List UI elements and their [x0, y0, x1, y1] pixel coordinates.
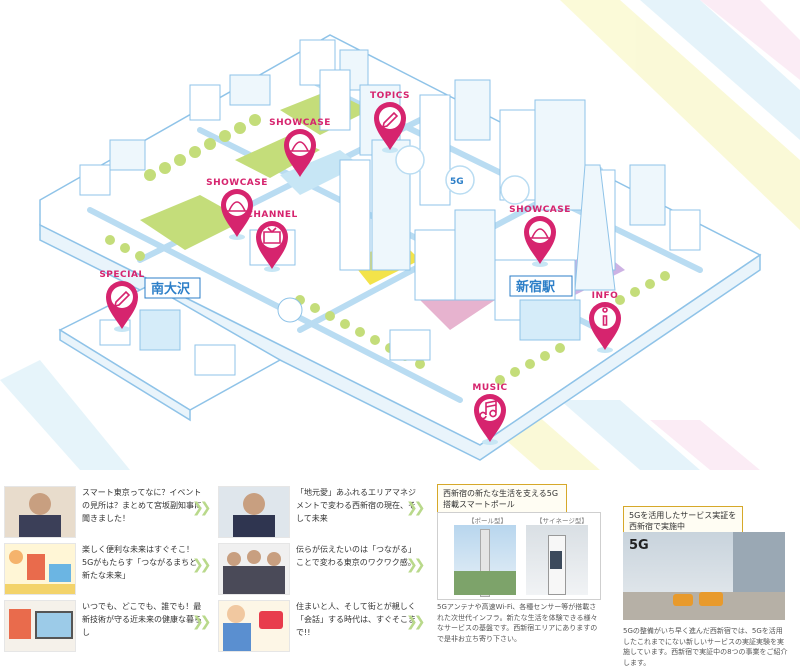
dome-icon — [530, 228, 550, 239]
article-text: 伝らが伝えたいのは「つながる」ことで変わる東京のワクワク感。 — [296, 545, 416, 567]
pin-label: TOPICS — [370, 91, 410, 101]
article-text: 「地元愛」あふれるエリアマネジメントで変わる西新宿の現在、そして未来 — [296, 488, 416, 523]
pin-label: CHANNEL — [246, 210, 298, 220]
article-thumbnail — [218, 486, 290, 538]
map-pin-music[interactable]: MUSIC — [472, 383, 507, 445]
pencil-icon — [381, 111, 399, 129]
article-thumbnail — [4, 600, 76, 652]
chevron-right-icon[interactable]: ❯❯ — [406, 557, 426, 573]
service-caption: 5Gの整備がいち早く進んだ西新宿では、5Gを活用したこれまでにない新しいサービス… — [623, 627, 788, 667]
service-photo: 5G — [623, 532, 785, 620]
article-thumbnail — [218, 543, 290, 595]
article-thumbnail — [4, 543, 76, 595]
article-card[interactable]: 伝らが伝えたいのは「つながる」ことで変わる東京のワクワク感。 — [218, 543, 416, 595]
dome-icon — [290, 141, 310, 152]
map-pin-special[interactable]: SPECIAL — [99, 270, 144, 332]
chevron-right-icon[interactable]: ❯❯ — [406, 614, 426, 630]
station-minamiosawa: 南大沢 — [144, 277, 201, 299]
map-pin-topics[interactable]: TOPICS — [370, 91, 410, 153]
station-shinjuku: 新宿駅 — [509, 275, 573, 297]
svg-text:新宿駅: 新宿駅 — [516, 279, 556, 295]
tv-icon — [263, 227, 281, 244]
map-pin-channel[interactable]: CHANNEL — [246, 210, 298, 272]
service-photo-label: 5G — [629, 538, 649, 553]
map-pin-showcase[interactable]: SHOWCASE — [206, 178, 268, 240]
pin-label: SHOWCASE — [509, 205, 571, 215]
map-pin-showcase[interactable]: SHOWCASE — [269, 118, 331, 180]
pole-type-tag: 【ポール型】 — [468, 517, 507, 525]
article-card[interactable]: いつでも、どこでも、誰でも！最新技術が守る近未来の健康な暮らし — [4, 600, 202, 652]
article-card[interactable]: 「地元愛」あふれるエリアマネジメントで変わる西新宿の現在、そして未来 — [218, 486, 416, 538]
article-text: 楽しく便利な未来はすぐそこ！5Gがもたらす「つながるまちと新たな未来」 — [82, 545, 198, 580]
signage-photo — [526, 525, 588, 595]
smart-pole-frame: 【ポール型】 【サイネージ型】 — [437, 512, 601, 600]
pin-label: SHOWCASE — [206, 178, 268, 188]
info-icon — [602, 307, 608, 326]
city-map: 南大沢 新宿駅 5G TOPICS SHOWCASE SHOWCASE CHANNEL… — [0, 0, 800, 470]
antenna-label: 5G — [450, 177, 464, 187]
article-card[interactable]: 住まいと人、そして街とが親しく「会話」する時代は、すぐそこまで!! — [218, 600, 416, 652]
background-stripes — [0, 0, 800, 470]
pencil-icon — [113, 290, 131, 308]
chevron-right-icon[interactable]: ❯❯ — [192, 557, 212, 573]
antenna-bubbles — [395, 145, 530, 205]
chevron-right-icon[interactable]: ❯❯ — [192, 614, 212, 630]
map-pin-info[interactable]: INFO — [589, 291, 621, 353]
map-pin-showcase[interactable]: SHOWCASE — [509, 205, 571, 267]
article-thumbnail — [4, 486, 76, 538]
chevron-right-icon[interactable]: ❯❯ — [192, 500, 212, 516]
chevron-right-icon[interactable]: ❯❯ — [406, 500, 426, 516]
article-text: 住まいと人、そして街とが親しく「会話」する時代は、すぐそこまで!! — [296, 602, 416, 637]
svg-text:南大沢: 南大沢 — [151, 281, 191, 297]
pin-label: MUSIC — [472, 383, 507, 393]
smart-pole-caption: 5Gアンテナや高速Wi-Fi、各種センサー等が搭載された次世代インフラ。新たな生… — [437, 603, 598, 643]
article-thumbnail — [218, 600, 290, 652]
article-text: いつでも、どこでも、誰でも！最新技術が守る近未来の健康な暮らし — [82, 602, 202, 637]
article-text: スマート東京ってなに？イベントの見所は？まとめて宮坂副知事に聞きました！ — [82, 488, 202, 523]
pin-label: INFO — [592, 291, 619, 301]
music-icon — [479, 400, 497, 420]
service-title: 5Gを活用したサービス実証を西新宿で実施中 — [623, 506, 743, 536]
pin-label: SPECIAL — [99, 270, 144, 280]
pin-label: SHOWCASE — [269, 118, 331, 128]
article-card[interactable]: 楽しく便利な未来はすぐそこ！5Gがもたらす「つながるまちと新たな未来」 — [4, 543, 202, 595]
article-card[interactable]: スマート東京ってなに？イベントの見所は？まとめて宮坂副知事に聞きました！ — [4, 486, 202, 538]
signage-type-tag: 【サイネージ型】 — [536, 517, 588, 525]
dome-icon — [227, 201, 247, 212]
pole-photo — [454, 525, 516, 597]
smart-pole-title: 西新宿の新たな生活を支える5G搭載スマートポール — [437, 484, 567, 514]
